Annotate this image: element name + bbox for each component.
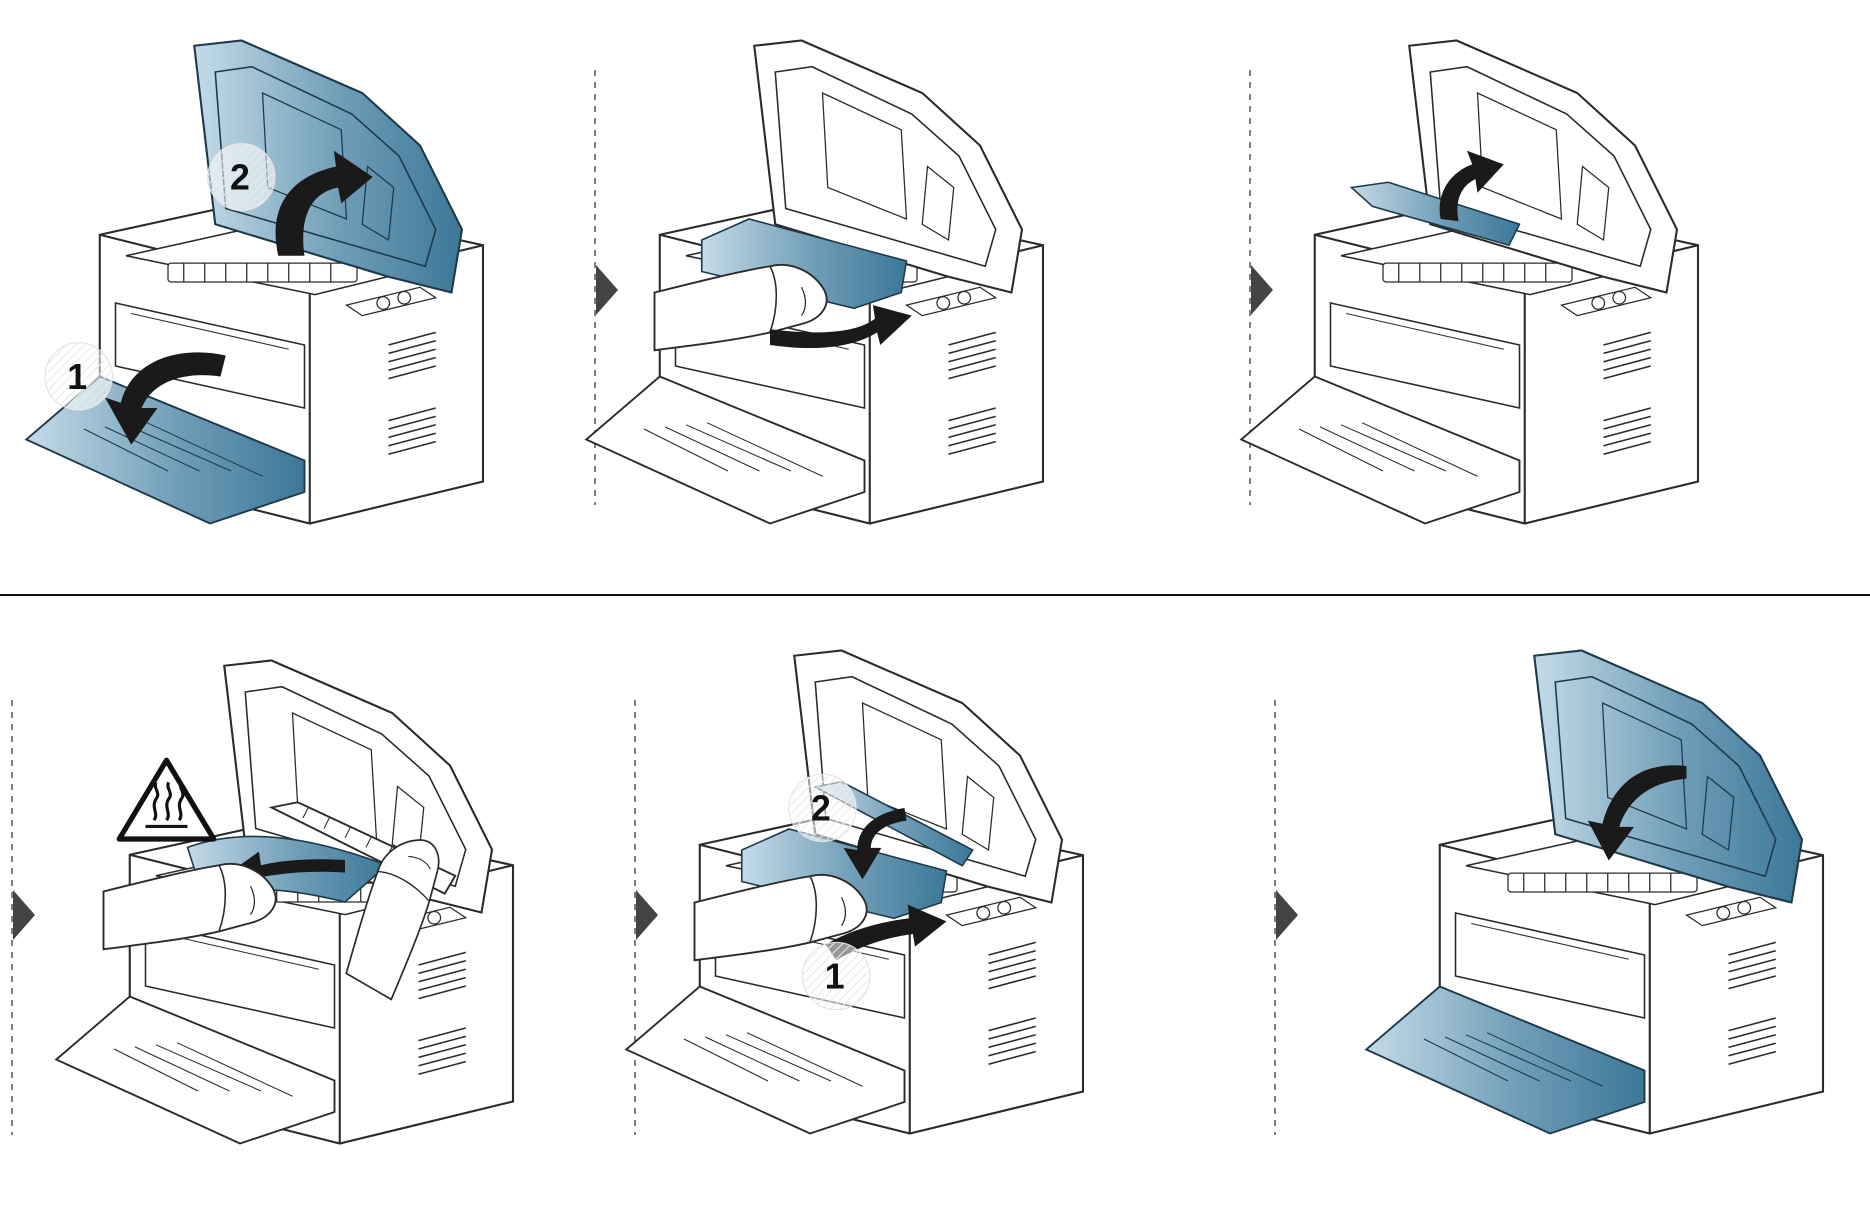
panel-1: 2 1 <box>25 39 485 525</box>
pull-out-arrow-icon <box>770 305 912 349</box>
push-in-arrow-icon <box>825 904 947 961</box>
step-label-1: 1 <box>825 957 845 997</box>
lid-close-arrow-icon <box>1587 765 1687 861</box>
panel-6 <box>1365 649 1825 1135</box>
next-step-arrow-icon <box>1276 890 1298 940</box>
toner-cartridge <box>740 828 948 920</box>
fuser-guide <box>1349 181 1521 247</box>
panel-4 <box>55 659 515 1145</box>
step-label-1: 1 <box>67 357 87 397</box>
step-label-2: 2 <box>230 158 250 198</box>
next-step-arrow-icon <box>13 890 35 940</box>
next-step-arrow-icon <box>636 890 658 940</box>
lid-open-arrow-icon <box>275 150 373 256</box>
lift-guide-arrow-icon <box>1439 150 1504 222</box>
next-step-arrow-icon <box>596 265 618 315</box>
step-arrows <box>13 265 1298 940</box>
next-step-arrow-icon <box>1251 265 1273 315</box>
hot-surface-warning-icon <box>116 757 217 842</box>
step-label-2: 2 <box>811 789 831 829</box>
close-guide-arrow-icon <box>843 808 907 880</box>
panel-2 <box>585 39 1045 525</box>
panel-3 <box>1240 39 1700 525</box>
tray-open-arrow-icon <box>104 352 226 445</box>
panel-5: 2 1 <box>625 649 1085 1135</box>
toner-cartridge <box>700 218 908 310</box>
panel-separators <box>11 70 1276 1135</box>
